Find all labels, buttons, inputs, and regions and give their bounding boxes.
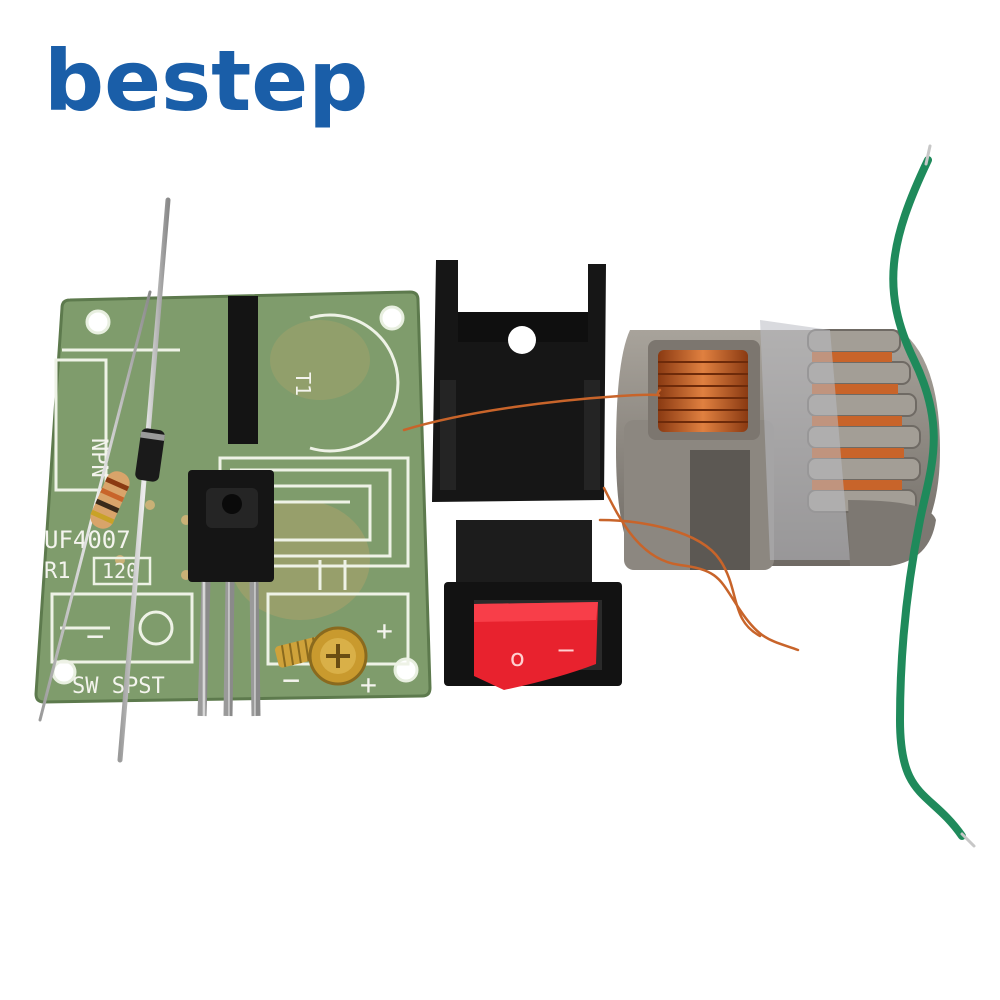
mounting-screw	[275, 626, 368, 686]
transistor-npn	[188, 470, 274, 717]
copper-enamel-wires	[402, 388, 800, 652]
diode-uf4007	[135, 428, 165, 482]
switch-off-mark: o	[510, 644, 525, 672]
silk-minus-2: −	[282, 663, 300, 698]
silk-plus-2: +	[360, 668, 377, 701]
resistor-r1	[90, 471, 130, 529]
heatsink	[432, 260, 606, 526]
silk-switch-label: SW SPST	[72, 674, 165, 699]
switch-on-mark: −	[556, 636, 576, 664]
silk-plus-1: +	[376, 614, 393, 647]
green-hv-wire	[889, 144, 976, 848]
rocker-switch: o −	[444, 520, 622, 690]
silk-minus-1: −	[86, 619, 104, 654]
brand-logo: bestep	[44, 32, 368, 130]
pin-header	[161, 296, 265, 444]
silk-resistor-label: R1	[44, 559, 71, 584]
silk-transformer-label: T1	[291, 372, 315, 396]
hv-transformer	[616, 320, 940, 570]
silk-resistor-value: 120	[102, 559, 138, 583]
